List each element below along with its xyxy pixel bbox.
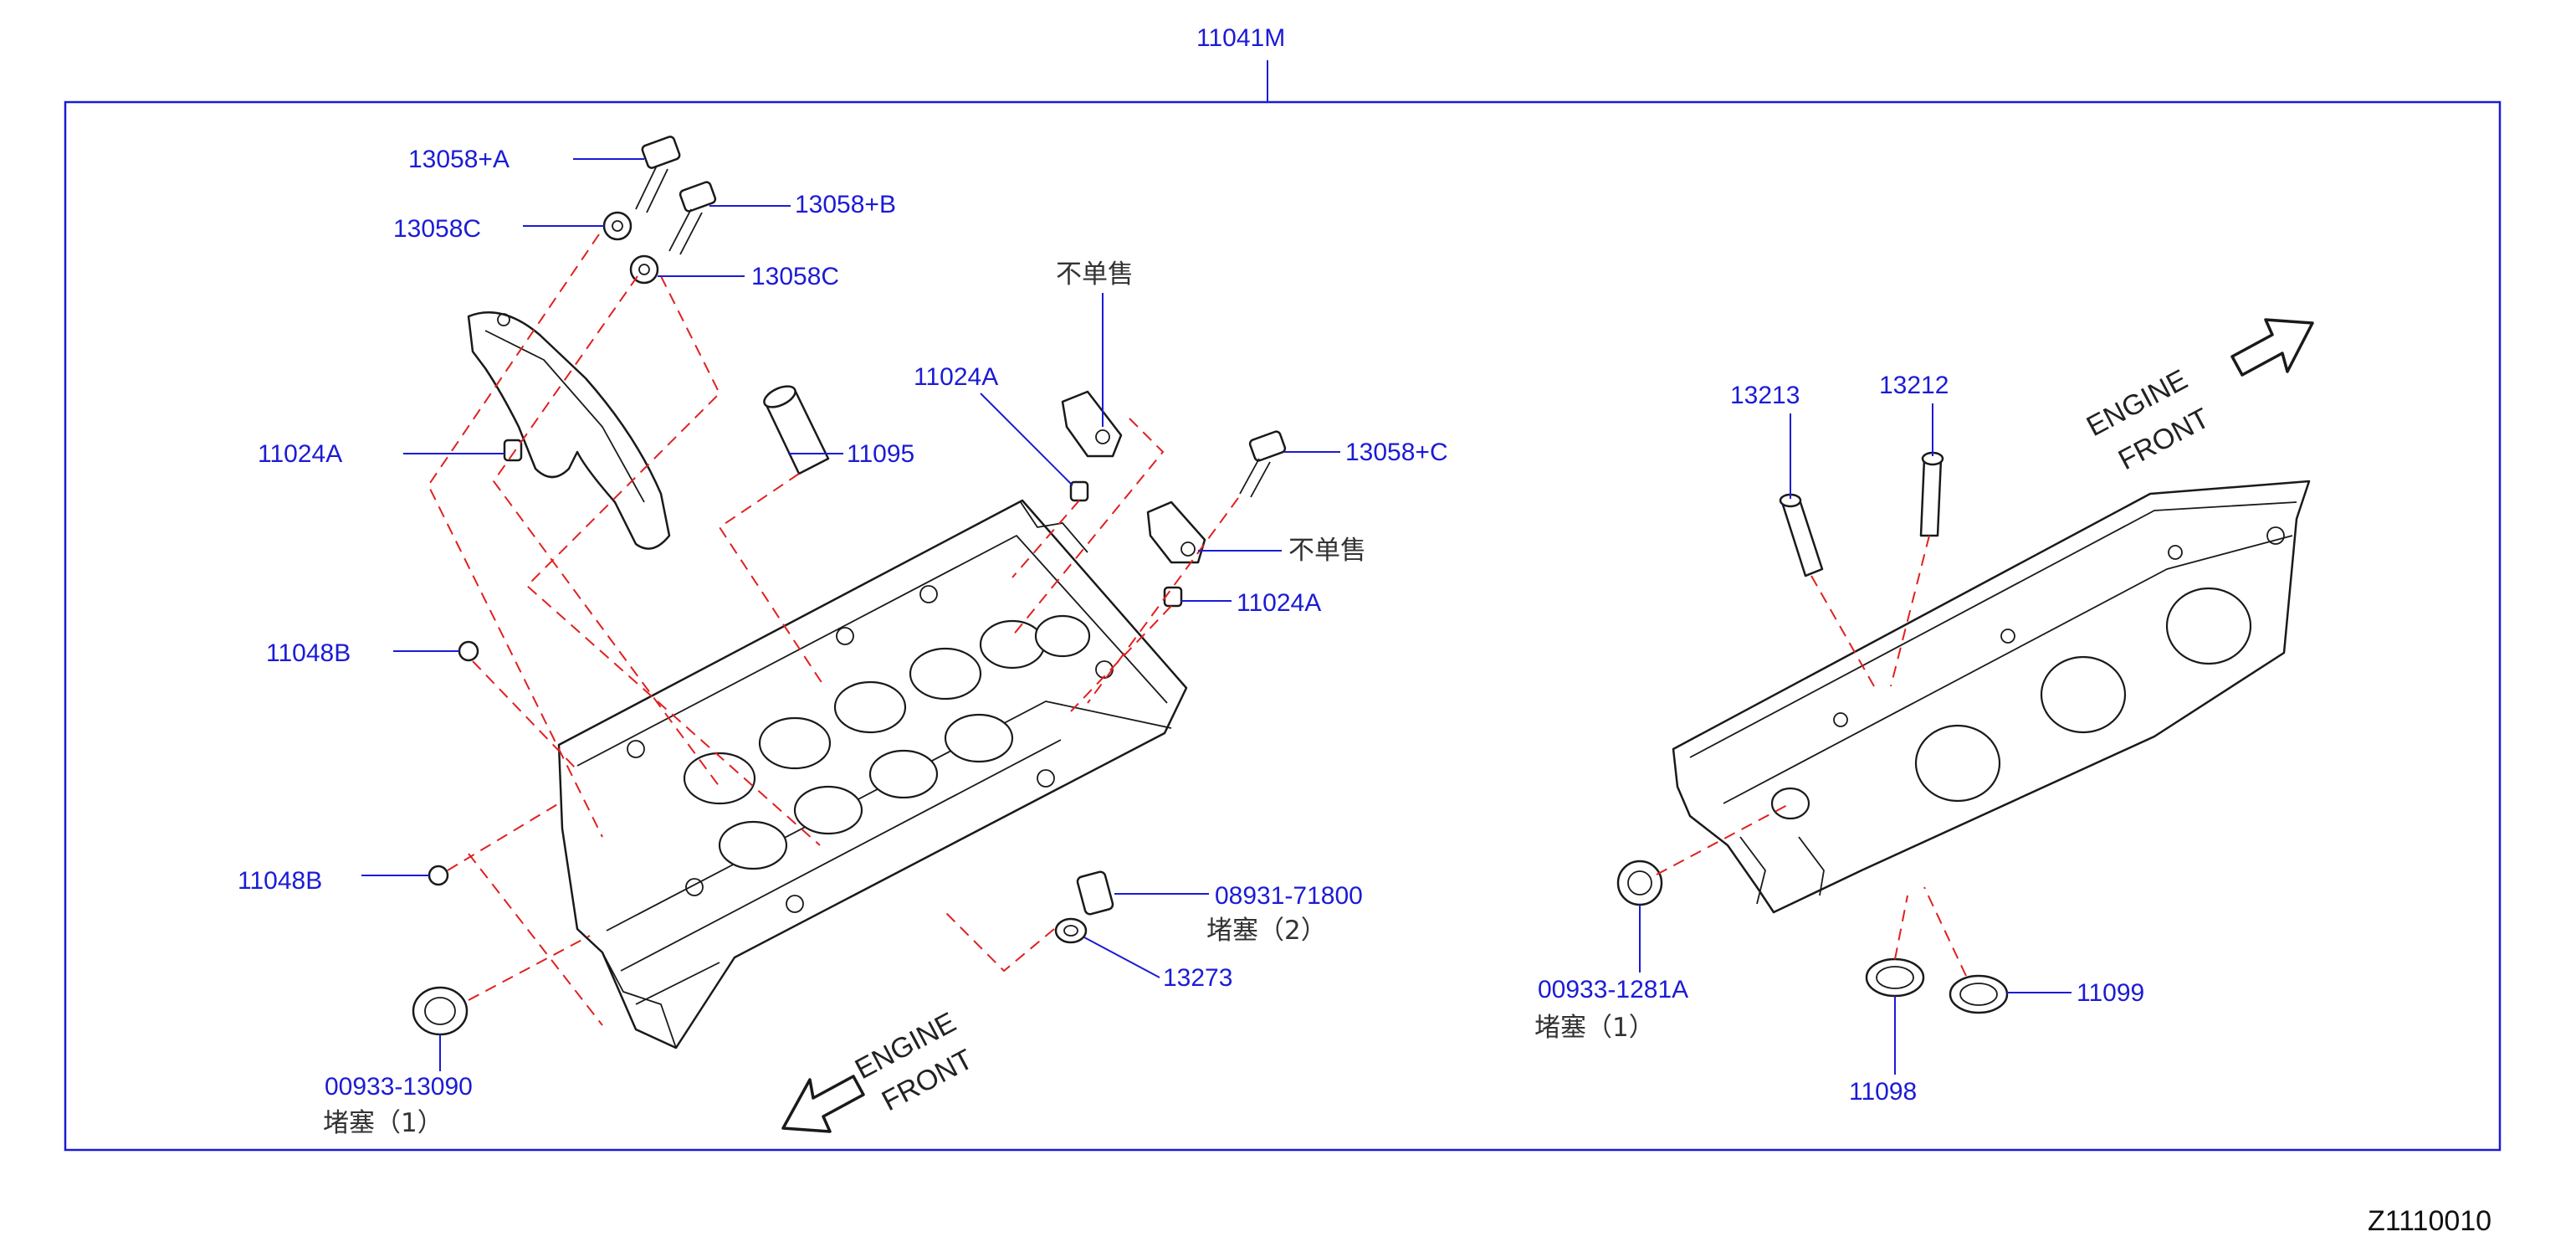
part-label-00933-1281a[interactable]: 00933-1281A [1538, 976, 1688, 1003]
engine-front-indicator-left: ENGINE FRONT [781, 1006, 978, 1133]
tube-11095 [763, 385, 830, 475]
exploded-lines-left [427, 234, 1239, 1026]
seal-11098 [1865, 957, 1925, 998]
part-label-13058a[interactable]: 13058+A [408, 146, 510, 173]
exploded-lines-right [1656, 535, 1967, 977]
plug-00933-13090 [412, 986, 469, 1036]
bolt-13058b [668, 181, 717, 255]
part-label-11041m[interactable]: 11041M [1196, 24, 1285, 52]
seal-11099 [1949, 974, 2009, 1014]
dowel-11024a-right [1163, 586, 1183, 608]
left-cylinder-head [557, 499, 1188, 1050]
part-label-08931-71800[interactable]: 08931-71800 [1215, 882, 1363, 910]
engine-front-arrow-icon [2230, 318, 2314, 377]
part-label-13273[interactable]: 13273 [1163, 964, 1232, 992]
valve-guide-13212 [1919, 451, 1944, 537]
part-label-11024a-left[interactable]: 11024A [258, 440, 342, 468]
right-cylinder-head [1672, 480, 2311, 914]
part-label-11099[interactable]: 11099 [2077, 979, 2144, 1007]
washer-13273 [1054, 917, 1088, 944]
part-label-13058b[interactable]: 13058+B [795, 191, 896, 218]
pin-11048b-top [458, 640, 479, 662]
part-label-11095[interactable]: 11095 [847, 440, 914, 468]
note-not-sold-1: 不单售 [1056, 259, 1134, 290]
dowel-11024a-top [1069, 480, 1089, 502]
bolt-13058a [635, 136, 681, 213]
pin-11048b-bottom [428, 865, 449, 886]
plug-08931-71800 [1076, 870, 1114, 916]
note-plug-2: 堵塞（2） [1206, 916, 1327, 946]
part-label-13058c-2[interactable]: 13058C [751, 263, 839, 290]
valve-guide-13213 [1779, 493, 1824, 577]
bolt-13058c [1239, 430, 1287, 498]
assembly-frame [64, 100, 2502, 1152]
bracket-not-sold-1 [1061, 390, 1123, 458]
plug-00933-1281a [1616, 860, 1663, 906]
part-label-13058c-bolt[interactable]: 13058+C [1345, 439, 1448, 466]
bracket-not-sold-2 [1146, 500, 1206, 564]
part-label-11098[interactable]: 11098 [1849, 1078, 1917, 1106]
note-plug-1-left: 堵塞（1） [323, 1108, 443, 1138]
part-label-11024a-right[interactable]: 11024A [1237, 589, 1321, 617]
part-label-13058c-1[interactable]: 13058C [393, 215, 481, 243]
figure-code: Z1110010 [2368, 1205, 2491, 1237]
engine-front-arrow-icon [781, 1075, 865, 1133]
note-plug-1-right: 堵塞（1） [1534, 1013, 1655, 1043]
part-label-13212[interactable]: 13212 [1879, 372, 1949, 399]
note-not-sold-2: 不单售 [1288, 536, 1366, 566]
part-label-11048b-bottom[interactable]: 11048B [238, 867, 322, 895]
part-label-11048b-top[interactable]: 11048B [266, 639, 351, 667]
part-label-11024a-top[interactable]: 11024A [914, 363, 998, 391]
engine-front-indicator-right: ENGINE FRONT [2082, 318, 2314, 476]
timing-chain-guide [467, 311, 671, 550]
part-label-00933-13090[interactable]: 00933-13090 [325, 1073, 473, 1101]
washer-13058c-1 [602, 211, 632, 241]
part-label-13213[interactable]: 13213 [1730, 382, 1800, 409]
dowel-11024a-left [503, 439, 523, 462]
